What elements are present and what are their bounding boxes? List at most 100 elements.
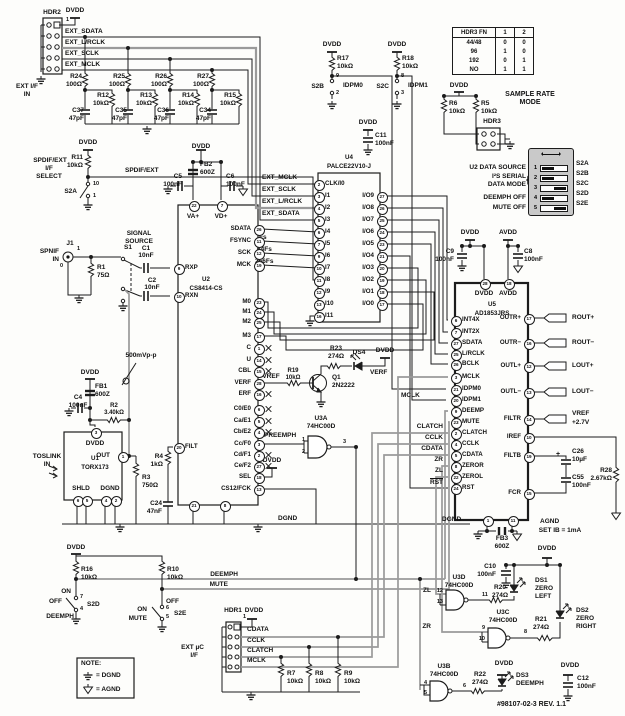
label-vref: VREF xyxy=(572,409,590,417)
label-74hc00d: 74HC00D xyxy=(488,616,518,624)
pin-name-SEL: SEL xyxy=(238,473,251,480)
nc-mark xyxy=(265,345,271,351)
label-fb3: FB3 xyxy=(495,534,509,542)
cap-symbol xyxy=(80,109,90,115)
cap-symbol xyxy=(457,253,467,259)
pin-I3: 5 xyxy=(313,215,325,227)
label-r17: R17 xyxy=(337,54,349,62)
label-off: OFF xyxy=(49,597,62,605)
table-cell: 0 xyxy=(495,37,515,47)
res-symbol xyxy=(286,379,302,387)
label-274: 274Ω xyxy=(491,591,509,599)
label-dvdd: DVDD xyxy=(560,661,580,669)
pin-name-I/O8: I/O8 xyxy=(362,204,374,211)
oc-symbol xyxy=(120,298,126,304)
pin-name-I9: I9 xyxy=(325,288,331,295)
label-64fs: 64Fs xyxy=(257,245,272,253)
pwr-symbol xyxy=(247,618,257,622)
label-6: 6 xyxy=(463,683,467,690)
label-47nf: 47nF xyxy=(146,507,162,515)
dot-symbol xyxy=(512,563,516,567)
table-cell: 0 xyxy=(495,56,515,65)
dot-symbol xyxy=(485,529,489,533)
pin-name-RXP: RXP xyxy=(185,264,198,271)
net-zl: ZL xyxy=(435,466,443,474)
label-2: 2 xyxy=(301,449,305,456)
pin-name-MCK: MCK xyxy=(236,261,251,268)
net-ext-sdata: EXT_SDATA xyxy=(65,27,103,35)
label-100nf: 100nF xyxy=(477,570,496,578)
pin-RXN: 10 xyxy=(173,291,185,303)
table-cell: 0 xyxy=(514,37,534,47)
label-hdr3: HDR3 xyxy=(483,117,501,125)
toslink-light-arrows xyxy=(48,465,58,479)
label-s2c: S2C xyxy=(376,82,389,90)
gnd-symbol xyxy=(363,147,373,156)
label-0: 0 xyxy=(59,263,63,270)
label-13: 13 xyxy=(436,599,443,606)
nc-mark xyxy=(265,418,271,424)
pin-name-M1: M1 xyxy=(242,308,251,315)
pin-RST: 24 xyxy=(450,483,462,495)
res-symbol xyxy=(132,462,140,478)
table-cell: 192 xyxy=(452,56,496,65)
oc-symbol xyxy=(85,193,91,199)
label-r26: R26 xyxy=(155,72,167,80)
dot-symbol xyxy=(191,160,195,164)
label-r9: R9 xyxy=(344,669,353,677)
res-symbol xyxy=(81,72,89,88)
pin-name-I/O2: I/O2 xyxy=(362,276,374,283)
dot-symbol xyxy=(418,577,422,581)
cap-symbol xyxy=(229,181,235,191)
pin-name-PALCE22V10-J: PALCE22V10-J xyxy=(327,163,371,170)
table-cell: 96 xyxy=(452,47,496,56)
pin-name-INT2X: INT2X xyxy=(462,328,480,335)
label-r18: R18 xyxy=(402,54,414,62)
label-600z: 600Z xyxy=(200,168,215,176)
pin-name-RXN: RXN xyxy=(185,292,199,299)
pin-u1-2: 2 xyxy=(110,495,122,507)
table-col-1: 1 xyxy=(495,27,515,38)
label-shld: SHLD xyxy=(72,484,90,492)
dot-symbol xyxy=(442,94,446,98)
pwr-symbol xyxy=(380,357,390,361)
label-r8: R8 xyxy=(315,669,324,677)
label-r3: R3 xyxy=(142,473,151,481)
cap-symbol xyxy=(363,137,373,143)
pin-name-U4: U4 xyxy=(345,154,353,161)
res-symbol xyxy=(208,72,216,88)
pin-u1-4: 4 xyxy=(100,495,112,507)
pin-Ce/F2: 27 xyxy=(253,461,265,473)
label-c9: C9 xyxy=(445,247,454,255)
label-10k: 10kΩ xyxy=(177,99,194,107)
ds3-led xyxy=(497,671,514,687)
gnd-symbol xyxy=(163,186,173,195)
label-74hc00d: 74HC00D xyxy=(444,581,474,589)
res-symbol xyxy=(193,92,201,108)
label-100: 100Ω xyxy=(192,80,209,88)
label-9: 9 xyxy=(481,625,485,632)
dot-symbol xyxy=(395,74,399,78)
label-10k: 10kΩ xyxy=(315,677,332,685)
gnd-symbol xyxy=(36,76,46,85)
port-rout-p: ROUT+ xyxy=(572,313,595,321)
res-symbol xyxy=(612,466,620,484)
pin-name-M3: M3 xyxy=(242,332,251,339)
cap-symbol xyxy=(163,501,173,507)
pin-I2: 4 xyxy=(313,203,325,215)
dot-symbol xyxy=(74,577,78,581)
label-12: 12 xyxy=(436,588,443,595)
label-dvdd: DVDD xyxy=(322,40,342,48)
pin-Cc/F0: 3 xyxy=(253,439,265,451)
oc-symbol xyxy=(329,90,335,96)
gnd-symbol xyxy=(327,101,337,110)
label-in: IN xyxy=(23,90,31,98)
label-8: 8 xyxy=(524,629,528,636)
label-r24: R24 xyxy=(70,72,82,80)
pin-name-U5: U5 xyxy=(488,301,496,308)
table-col-2: 2 xyxy=(514,27,534,38)
pin-name-FCR: FCR xyxy=(508,489,521,496)
pin-name-ZEROR: ZEROR xyxy=(462,462,484,469)
label-10k: 10kΩ xyxy=(287,677,304,685)
pin-name-I1: I1 xyxy=(325,192,331,199)
